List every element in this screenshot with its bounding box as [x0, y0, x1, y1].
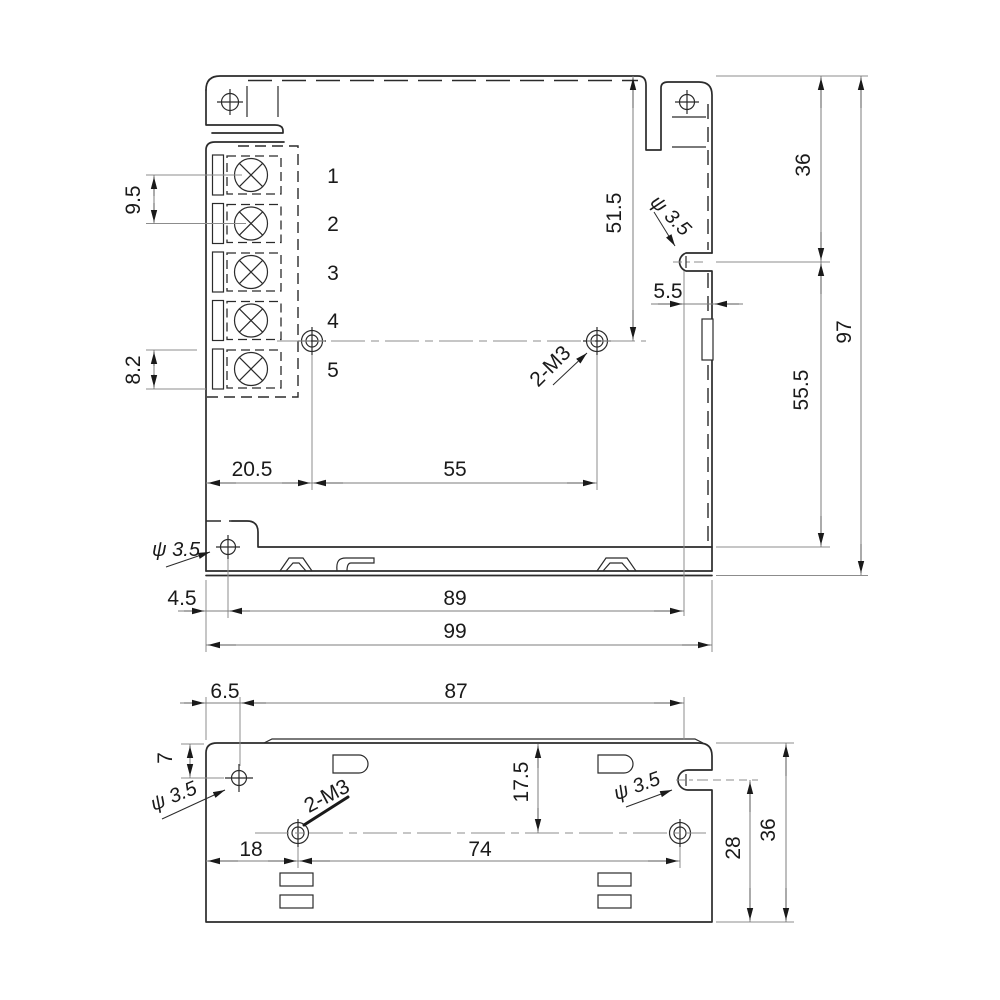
dim-screw-spacing: 55: [443, 458, 466, 481]
dimension-lines: [180, 702, 787, 922]
leader-lines: [161, 789, 673, 827]
slot-cutout-left: [332, 754, 369, 774]
dim-overall-height: 97: [833, 320, 856, 343]
base-mounting-hole: [216, 535, 240, 559]
dim-base-hole-span: 89: [443, 587, 466, 610]
terminal-number-5: 5: [327, 359, 339, 382]
vent-slot: [279, 872, 314, 887]
dim-screw-axis-from-top: 51.5: [603, 193, 626, 234]
side-slot: [701, 318, 714, 361]
terminal-number-2: 2: [327, 213, 339, 236]
dim-keyhole-to-base-hole: 55.5: [790, 370, 813, 411]
dim-terminal-block-bottom: 8.2: [122, 355, 145, 384]
terminal-numbers: 1 2 3 4 5: [327, 165, 339, 382]
tab-hole-right-icon: [675, 90, 699, 114]
label-screw-thread: 2-M3: [525, 341, 575, 391]
terminal-number-4: 4: [327, 310, 339, 333]
dimension-arrows: [184, 699, 790, 920]
dim-overall-width: 99: [443, 620, 466, 643]
terminal-number-3: 3: [327, 262, 339, 285]
dimension-arrows: [150, 78, 865, 649]
top-view: 9.5 8.2 20.5 55 51.5 36 55.5 97 5.5 4.5 …: [122, 75, 868, 652]
vent-slot: [597, 872, 632, 887]
terminal-3: [211, 251, 282, 293]
tab-hole-left-icon: [217, 89, 243, 115]
dim-screw-spacing: 74: [468, 838, 492, 861]
vent-slot: [597, 894, 632, 909]
base-hook: [336, 557, 375, 572]
chassis-outline: [205, 75, 714, 577]
dim-keyhole-offset-x: 87: [444, 680, 467, 703]
leader-lines: [165, 211, 676, 568]
keyhole-center-mark: [676, 774, 700, 786]
dim-hole-offset-y: 7: [154, 752, 177, 764]
dim-screw-axis-from-edge: 17.5: [510, 762, 533, 803]
terminal-block: [206, 145, 299, 398]
dim-overall-depth: 36: [757, 818, 780, 841]
label-keyhole-dia: ψ 3.5: [646, 191, 696, 241]
label-base-hole-dia: ψ 3.5: [152, 539, 201, 561]
dim-keyhole-from-top: 36: [792, 153, 815, 176]
terminal-4: [211, 299, 282, 342]
dim-base-hole-offset: 4.5: [167, 587, 196, 610]
base-tab-left: [279, 557, 313, 572]
slot-cutout-right: [597, 754, 634, 774]
dim-keyhole-inset: 5.5: [653, 280, 682, 303]
terminal-number-1: 1: [327, 165, 339, 188]
vent-slot: [279, 894, 314, 909]
mounting-hole-left: [225, 764, 253, 792]
base-tab-right: [596, 557, 637, 572]
terminal-5: [211, 348, 282, 390]
screw-leader-bold: [302, 795, 350, 827]
chassis-outline: [205, 738, 713, 923]
bottom-view: 6.5 87 7 17.5 18 74 28 36 ψ 3.5 ψ 3.5 2-…: [147, 680, 794, 923]
extension-lines: [181, 697, 794, 923]
extension-lines: [146, 75, 868, 652]
dim-hole-offset-x: 6.5: [210, 680, 239, 703]
label-hole-dia: ψ 3.5: [147, 777, 200, 816]
dimension-labels: 9.5 8.2 20.5 55 51.5 36 55.5 97 5.5 4.5 …: [122, 153, 856, 643]
dim-terminal-pitch: 9.5: [122, 185, 145, 214]
dim-screw-offset-x: 20.5: [232, 458, 273, 481]
dim-screw-offset-x: 18: [239, 838, 262, 861]
keyhole-center-mark: [673, 256, 704, 268]
dim-keyhole-to-edge: 28: [722, 836, 745, 859]
